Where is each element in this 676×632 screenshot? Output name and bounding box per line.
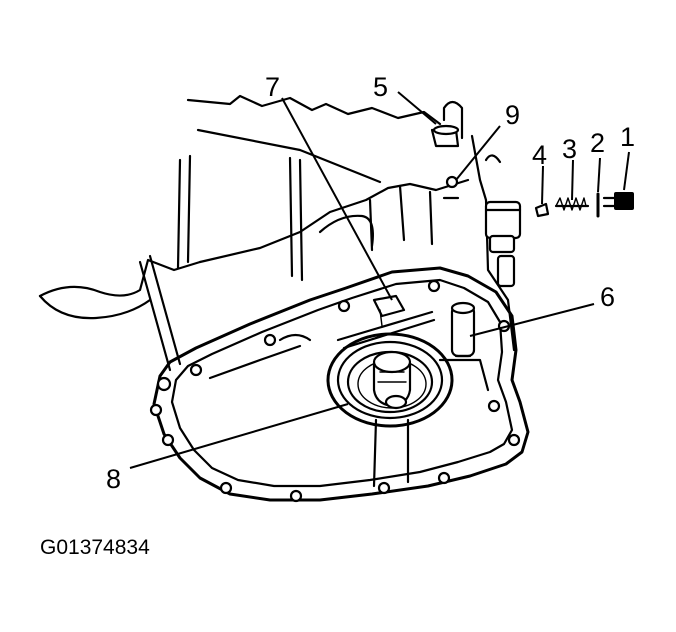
callout-1: 1: [620, 122, 635, 152]
leader-6: [469, 303, 595, 337]
fitting-7: [336, 294, 436, 350]
callout-9: 9: [505, 100, 520, 130]
leader-2: [597, 157, 601, 193]
leader-lines: [129, 91, 630, 469]
callout-6: 6: [600, 282, 615, 312]
leader-4: [541, 165, 544, 205]
component-9: [442, 175, 460, 200]
component-5: [430, 100, 464, 148]
housing-outline: [38, 94, 516, 372]
figure-id: G01374834: [40, 536, 150, 559]
callout-3: 3: [562, 134, 577, 164]
callout-labels: 1 2 3 4 5 6 7 8 9: [106, 72, 635, 494]
callout-7: 7: [265, 72, 280, 102]
leader-1: [623, 151, 630, 191]
leader-8: [129, 403, 349, 469]
component-6: [450, 301, 476, 358]
callout-5: 5: [373, 72, 388, 102]
detent-assembly: [484, 192, 634, 288]
leader-9: [455, 125, 501, 181]
side-cover-gasket: [149, 266, 530, 503]
leader-5: [397, 91, 437, 125]
leader-7: [281, 97, 393, 301]
callout-4: 4: [532, 140, 547, 170]
leader-3: [571, 159, 574, 201]
callout-2: 2: [590, 128, 605, 158]
callout-8: 8: [106, 464, 121, 494]
